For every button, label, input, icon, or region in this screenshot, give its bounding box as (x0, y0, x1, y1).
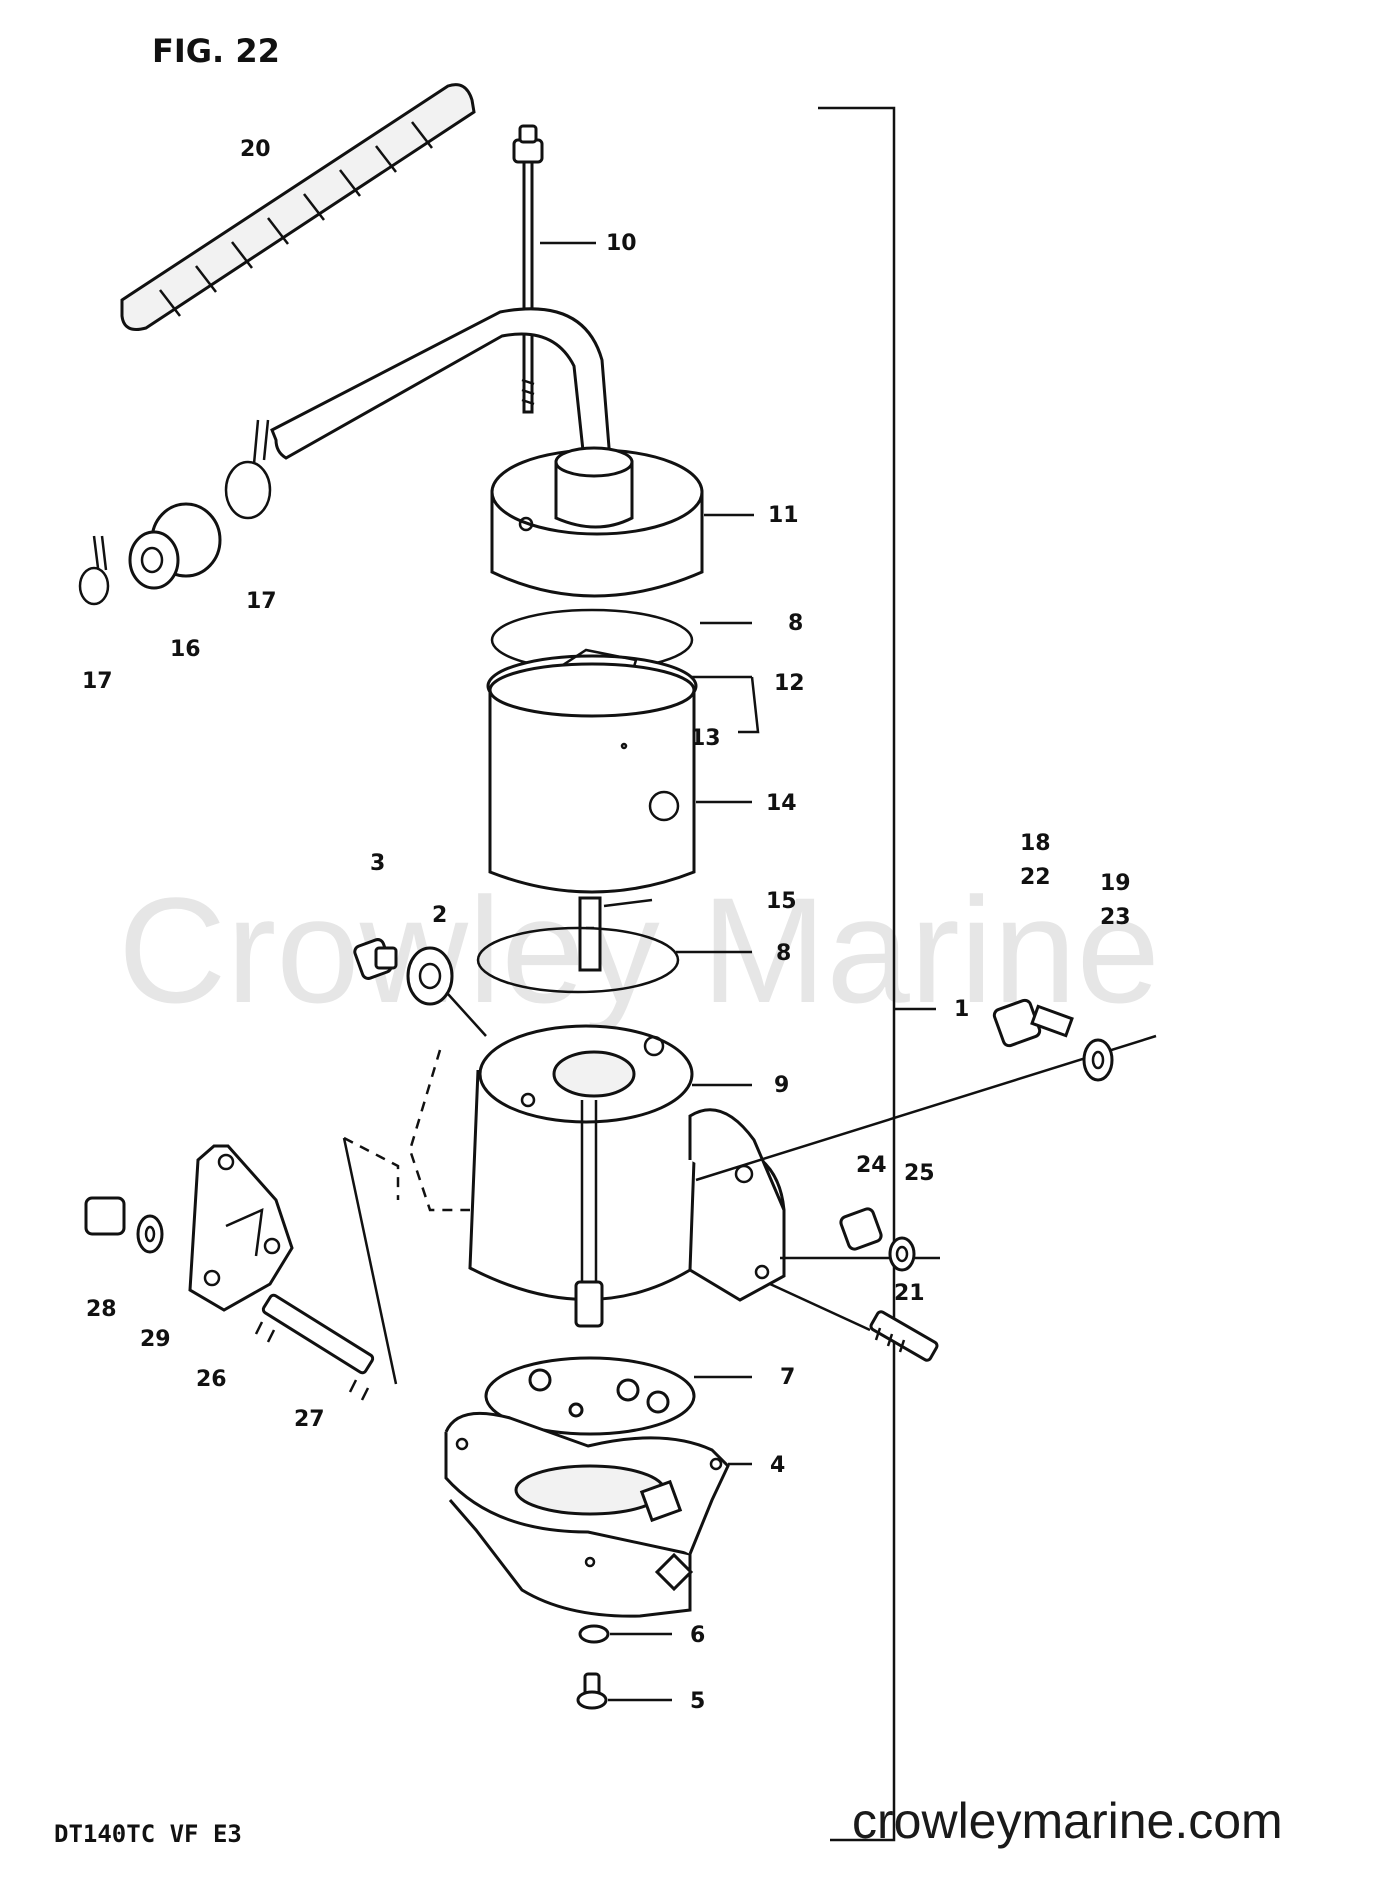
part-17-clip-left (78, 535, 110, 606)
callout-3: 3 (370, 851, 385, 876)
callout-22: 22 (1020, 865, 1051, 890)
callout-19: 19 (1100, 871, 1131, 896)
part-8-o-ring-lower (476, 926, 680, 994)
callout-10: 10 (606, 231, 637, 256)
part-16-grommet (128, 502, 222, 590)
guide-line-stud (769, 1282, 871, 1332)
callout-2: 2 (432, 903, 447, 928)
callout-28: 28 (86, 1297, 117, 1322)
part-10-bolt (512, 124, 544, 414)
part-hose (270, 307, 612, 462)
callout-5: 5 (690, 1689, 705, 1714)
part-18-22-bolt (992, 998, 1074, 1048)
callout-leaders (540, 241, 760, 1702)
figure-label: FIG. 22 (152, 32, 280, 70)
part-21-stud (869, 1310, 939, 1362)
part-11-motor-cap (490, 446, 704, 598)
guide-line-27 (342, 1137, 398, 1385)
watermark: Crowley Marine (118, 866, 1160, 1034)
part-27-stud (254, 1293, 375, 1401)
part-28-nut (84, 1196, 126, 1236)
part-14-motor-body (488, 662, 696, 894)
callout-8-upper: 8 (788, 611, 803, 636)
callout-26: 26 (196, 1367, 227, 1392)
callout-1: 1 (954, 997, 969, 1022)
callout-20: 20 (240, 137, 271, 162)
callout-9: 9 (774, 1073, 789, 1098)
callout-17-right: 17 (246, 589, 277, 614)
part-19-23-lock-washer (1082, 1038, 1114, 1082)
callout-17-left: 17 (82, 669, 113, 694)
part-4-base (444, 1411, 730, 1618)
callout-25: 25 (904, 1161, 935, 1186)
callout-16: 16 (170, 637, 201, 662)
part-7-valve-plate (484, 1356, 696, 1436)
guide-line-18-23 (695, 1034, 1157, 1182)
part-20-spiral-protector (120, 83, 476, 331)
part-17-clip-right (224, 419, 272, 520)
callout-8-lower: 8 (776, 941, 791, 966)
guide-line-26 (343, 1136, 400, 1200)
callout-13: 13 (690, 726, 721, 751)
callout-23: 23 (1100, 905, 1131, 930)
guide-line-2 (447, 993, 487, 1037)
part-25-washer (888, 1236, 916, 1272)
model-code: DT140TC VF E3 (54, 1820, 242, 1848)
callout-15: 15 (766, 889, 797, 914)
part-29-washer (136, 1214, 164, 1254)
part-9-pump-body (408, 1024, 786, 1328)
part-3-plug (353, 938, 398, 980)
part-2-washer (406, 946, 454, 1006)
callout-29: 29 (140, 1327, 171, 1352)
part-6-washer (578, 1624, 610, 1644)
part-26-flange-plate (188, 1144, 294, 1312)
callout-24: 24 (856, 1153, 887, 1178)
part-15-shaft (578, 896, 602, 972)
callout-12: 12 (774, 671, 805, 696)
callout-7: 7 (780, 1365, 795, 1390)
callout-18: 18 (1020, 831, 1051, 856)
callout-14: 14 (766, 791, 797, 816)
assembly-bracket (818, 106, 896, 1842)
callout-6: 6 (690, 1623, 705, 1648)
callout-27: 27 (294, 1407, 325, 1432)
part-24-nut (839, 1207, 883, 1251)
callout-4: 4 (770, 1453, 785, 1478)
site-url: crowleymarine.com (852, 1793, 1283, 1849)
callout-11: 11 (768, 503, 799, 528)
callout-21: 21 (894, 1281, 925, 1306)
part-5-screw (576, 1672, 608, 1710)
